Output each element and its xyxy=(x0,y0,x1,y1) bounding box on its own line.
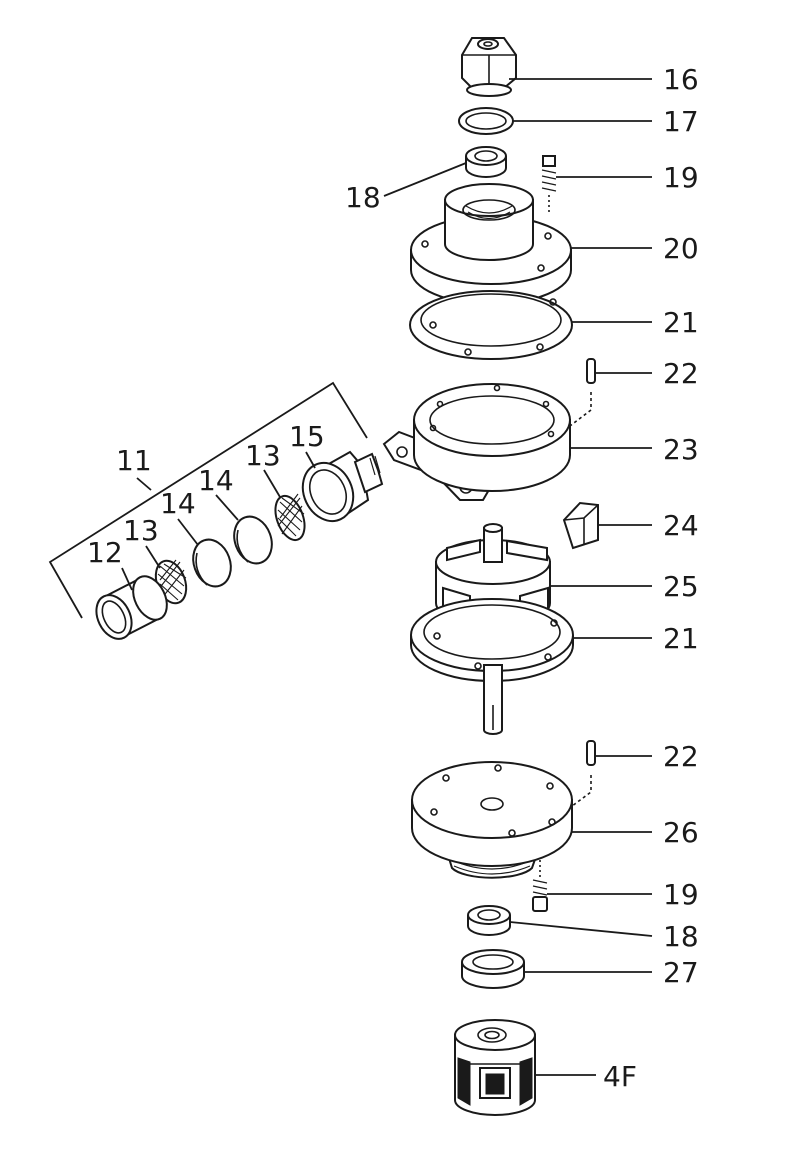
part-19-screw-upper xyxy=(541,155,557,215)
part-21-gasket-upper xyxy=(409,290,573,360)
part-12-sleeve xyxy=(95,575,168,640)
part-18-seal-lower xyxy=(467,905,511,936)
callout-26: 26 xyxy=(663,816,699,849)
callout-18-upper: 18 xyxy=(345,181,381,214)
part-16-hex-nut xyxy=(461,37,517,97)
callout-14-left: 14 xyxy=(160,487,196,520)
callout-25: 25 xyxy=(663,570,699,603)
callout-12: 12 xyxy=(87,536,123,569)
part-14-disc-left xyxy=(192,538,232,588)
callout-20: 20 xyxy=(663,232,699,265)
part-17-o-ring xyxy=(458,107,514,135)
part-13-screen-right xyxy=(274,493,306,542)
part-21-gasket-lower xyxy=(410,598,574,735)
callout-24: 24 xyxy=(663,509,699,542)
callout-13-left: 13 xyxy=(123,514,159,547)
callout-27: 27 xyxy=(663,956,699,989)
part-18-seal-upper xyxy=(465,146,507,178)
callout-19-upper: 19 xyxy=(663,161,699,194)
part-26-lower-housing xyxy=(411,761,573,879)
callout-14-right: 14 xyxy=(198,464,234,497)
callout-19-lower: 19 xyxy=(663,878,699,911)
callout-22-upper: 22 xyxy=(663,357,699,390)
part-15-strainer-housing xyxy=(301,450,384,523)
callout-21-upper: 21 xyxy=(663,306,699,339)
part-24-vane xyxy=(562,501,599,550)
part-20-upper-housing xyxy=(410,183,572,305)
part-27-bearing xyxy=(461,949,525,989)
callout-labels: 16 17 18 19 20 21 22 23 24 25 21 22 26 1… xyxy=(87,63,699,1093)
callout-21-lower: 21 xyxy=(663,622,699,655)
callout-18-lower: 18 xyxy=(663,920,699,953)
part-19-screw-lower xyxy=(532,860,548,912)
part-22-pin-upper xyxy=(561,358,596,433)
part-11-assembly-bracket xyxy=(48,381,368,619)
callout-4F: 4F xyxy=(603,1060,637,1093)
callout-23: 23 xyxy=(663,433,699,466)
part-14-disc-right xyxy=(233,515,273,565)
part-23-ring-body xyxy=(382,383,571,501)
callout-15: 15 xyxy=(289,420,325,453)
callout-17: 17 xyxy=(663,105,699,138)
part-4F-coupling xyxy=(454,1019,536,1116)
leader-lines xyxy=(121,78,653,1076)
callout-13-right: 13 xyxy=(245,439,281,472)
callout-16: 16 xyxy=(663,63,699,96)
callout-11: 11 xyxy=(116,444,152,477)
callout-22-lower: 22 xyxy=(663,740,699,773)
